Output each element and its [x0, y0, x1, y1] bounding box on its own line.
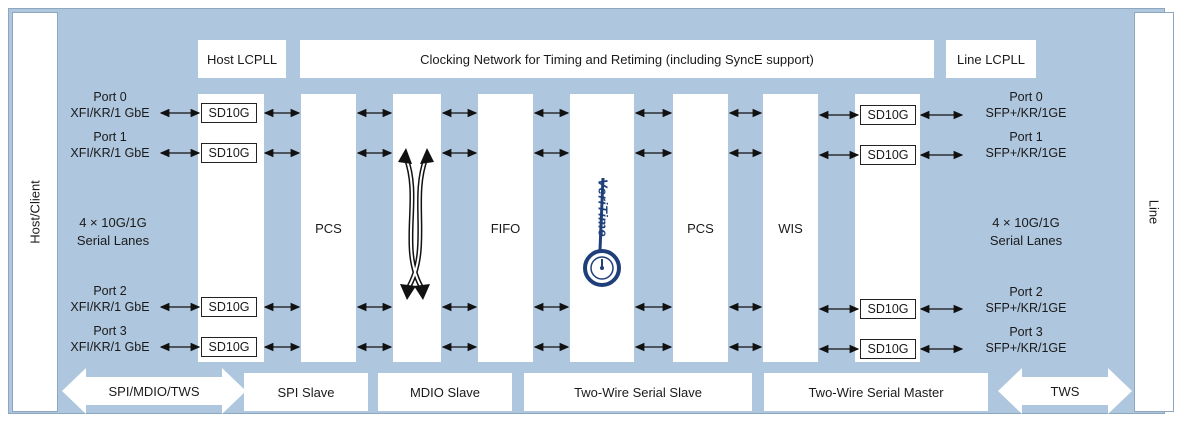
serial-lanes-left-line1: 4 × 10G/1G — [79, 215, 147, 230]
right-port-1: Port 1 SFP+/KR/1GE — [968, 129, 1084, 161]
right-port-2-type: SFP+/KR/1GE — [985, 301, 1067, 315]
right-port-2: Port 2 SFP+/KR/1GE — [968, 284, 1084, 316]
right-port-0: Port 0 SFP+/KR/1GE — [968, 89, 1084, 121]
left-port-3-name: Port 3 — [93, 324, 127, 338]
serdes-line-0: SD10G — [860, 105, 916, 125]
arrows-crosspoint-to-fifo — [441, 108, 478, 352]
arrows-fifo-to-veritime — [533, 108, 570, 352]
serdes-line-3: SD10G — [860, 339, 916, 359]
arrows-wis-to-line-serdes — [818, 110, 860, 354]
right-port-3-type: SFP+/KR/1GE — [985, 341, 1067, 355]
line-bar: Line — [1134, 12, 1174, 412]
left-port-3-type: XFI/KR/1 GbE — [70, 340, 150, 354]
left-port-0-name: Port 0 — [93, 90, 127, 104]
veritime-logo-text: VeriTime — [595, 178, 611, 238]
pcs-line-block: PCS — [673, 94, 728, 362]
right-port-3-name: Port 3 — [1009, 325, 1043, 339]
right-port-0-name: Port 0 — [1009, 90, 1043, 104]
left-port-0: Port 0 XFI/KR/1 GbE — [62, 89, 158, 121]
serdes-line-1: SD10G — [860, 145, 916, 165]
spi-mdio-tws-label: SPI/MDIO/TWS — [108, 383, 200, 399]
left-port-1-type: XFI/KR/1 GbE — [70, 146, 150, 160]
left-port-2-type: XFI/KR/1 GbE — [70, 300, 150, 314]
clocking-network-box: Clocking Network for Timing and Retiming… — [300, 40, 934, 78]
right-port-3: Port 3 SFP+/KR/1GE — [968, 324, 1084, 356]
serdes-host-1: SD10G — [201, 143, 257, 163]
tws-label: TWS — [1050, 383, 1080, 399]
veritime-stopwatch-icon — [583, 177, 621, 287]
left-port-1-name: Port 1 — [93, 130, 127, 144]
right-port-0-type: SFP+/KR/1GE — [985, 106, 1067, 120]
spi-slave-box: SPI Slave — [244, 373, 368, 411]
right-port-1-name: Port 1 — [1009, 130, 1043, 144]
arrows-line-serdes-to-ports — [919, 110, 964, 354]
serial-lanes-right: 4 × 10G/1G Serial Lanes — [968, 214, 1084, 250]
veritime-logo: VeriTime — [588, 168, 618, 248]
host-client-bar: Host/Client — [12, 12, 58, 412]
line-lcpll-box: Line LCPLL — [946, 40, 1036, 78]
fifo-block: FIFO — [478, 94, 533, 362]
pcs-host-block: PCS — [301, 94, 356, 362]
mdio-slave-box: MDIO Slave — [378, 373, 512, 411]
arrows-pcs-to-crosspoint — [356, 108, 393, 352]
left-port-2: Port 2 XFI/KR/1 GbE — [62, 283, 158, 315]
serial-lanes-right-line2: Serial Lanes — [989, 233, 1063, 248]
wis-block: WIS — [763, 94, 818, 362]
crosspoint-block — [393, 94, 441, 362]
right-port-1-type: SFP+/KR/1GE — [985, 146, 1067, 160]
serial-lanes-left-line2: Serial Lanes — [76, 233, 150, 248]
crosspoint-arrowheads — [398, 148, 434, 300]
serdes-host-0: SD10G — [201, 103, 257, 123]
crosspoint-switch-highlight — [405, 157, 427, 291]
arrows-veritime-to-pcs — [634, 108, 673, 352]
serdes-host-2: SD10G — [201, 297, 257, 317]
serdes-host-3: SD10G — [201, 337, 257, 357]
serial-lanes-right-line1: 4 × 10G/1G — [992, 215, 1060, 230]
host-serdes-column — [198, 94, 264, 362]
left-port-2-name: Port 2 — [93, 284, 127, 298]
two-wire-slave-box: Two-Wire Serial Slave — [524, 373, 752, 411]
left-port-1: Port 1 XFI/KR/1 GbE — [62, 129, 158, 161]
left-port-3: Port 3 XFI/KR/1 GbE — [62, 323, 158, 355]
host-lcpll-box: Host LCPLL — [198, 40, 286, 78]
arrows-pcs-to-wis — [728, 108, 763, 352]
left-port-0-type: XFI/KR/1 GbE — [70, 106, 150, 120]
tws-arrow — [998, 368, 1132, 414]
two-wire-master-box: Two-Wire Serial Master — [764, 373, 988, 411]
serdes-line-2: SD10G — [860, 299, 916, 319]
serial-lanes-left: 4 × 10G/1G Serial Lanes — [58, 214, 168, 250]
arrows-host-to-pcs — [263, 108, 301, 352]
right-port-2-name: Port 2 — [1009, 285, 1043, 299]
spi-mdio-tws-arrow — [62, 368, 246, 414]
